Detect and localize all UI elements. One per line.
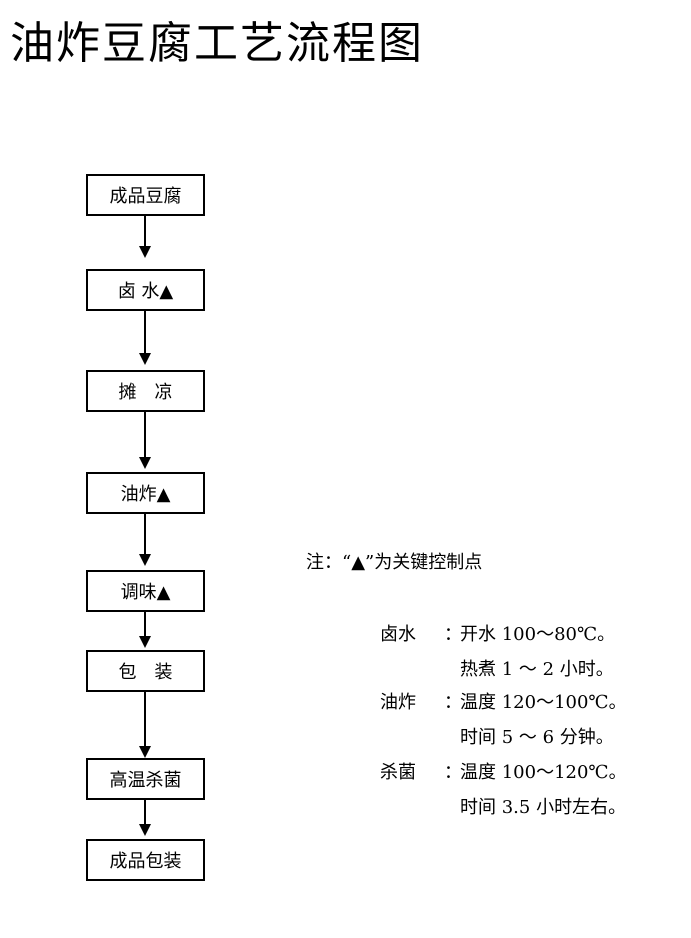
- arrow-down-icon: [139, 457, 151, 469]
- param-row: 时间 3.5 小时左右。: [380, 793, 626, 819]
- arrow-down-icon: [139, 824, 151, 836]
- step-sterilization: 高温杀菌: [86, 758, 205, 800]
- param-row: 时间 5 ～ 6 分钟。: [380, 723, 614, 749]
- param-row: 热煮 1 ～ 2 小时。: [380, 655, 614, 681]
- step-finished-packaging: 成品包装: [86, 839, 205, 881]
- param-label: 卤水: [380, 624, 416, 645]
- param-value: 开水 100～80℃。: [460, 624, 616, 645]
- flow-arrow-line: [144, 612, 146, 636]
- param-row: 油炸 ：温度 120～100℃。: [380, 688, 627, 714]
- step-cooling: 摊 凉: [86, 370, 205, 412]
- diagram-title: 油炸豆腐工艺流程图: [10, 18, 424, 69]
- key-control-note: 注：“▲”为关键控制点: [306, 552, 483, 573]
- arrow-down-icon: [139, 746, 151, 758]
- step-brine: 卤 水▲: [86, 269, 205, 311]
- step-packaging: 包 装: [86, 650, 205, 692]
- flow-arrow-line: [144, 311, 146, 353]
- step-finished-tofu: 成品豆腐: [86, 174, 205, 216]
- param-value: 时间 3.5 小时左右。: [460, 797, 627, 818]
- flow-arrow-line: [144, 514, 146, 554]
- param-colon: ：: [444, 762, 462, 783]
- param-colon: ：: [444, 624, 462, 645]
- param-value: 温度 120～100℃。: [460, 692, 627, 713]
- param-row: 杀菌 ：温度 100～120℃。: [380, 758, 627, 784]
- flow-arrow-line: [144, 216, 146, 246]
- step-seasoning: 调味▲: [86, 570, 205, 612]
- param-label: 杀菌: [380, 762, 416, 783]
- arrow-down-icon: [139, 636, 151, 648]
- param-colon: ：: [444, 692, 462, 713]
- arrow-down-icon: [139, 554, 151, 566]
- arrow-down-icon: [139, 246, 151, 258]
- step-frying: 油炸▲: [86, 472, 205, 514]
- flow-arrow-line: [144, 412, 146, 457]
- param-value: 温度 100～120℃。: [460, 762, 627, 783]
- param-label: 油炸: [380, 692, 416, 713]
- param-row: 卤水 ：开水 100～80℃。: [380, 620, 615, 646]
- arrow-down-icon: [139, 353, 151, 365]
- param-value: 时间 5 ～ 6 分钟。: [460, 727, 614, 748]
- flow-arrow-line: [144, 692, 146, 746]
- param-value: 热煮 1 ～ 2 小时。: [460, 659, 614, 680]
- flow-arrow-line: [144, 800, 146, 824]
